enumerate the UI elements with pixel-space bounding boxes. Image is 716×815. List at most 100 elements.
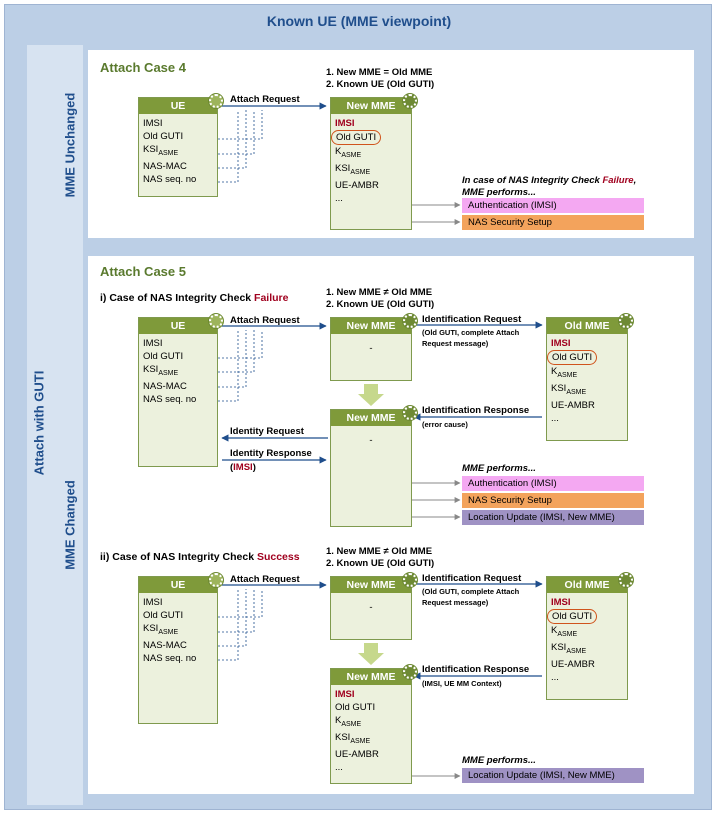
msg-identity-response-imsi: (IMSI) [230,462,256,473]
case5-i-title: i) Case of NAS Integrity Check Failure [100,292,289,304]
case5-i-note2: 2. Known UE (Old GUTI) [326,299,435,310]
ue-item-ksi: KSIASME [143,623,179,636]
ue-item-imsi: IMSI [143,118,163,129]
ue-item-imsi: IMSI [143,597,163,608]
case5-ii-note2: 2. Known UE (Old GUTI) [326,558,435,569]
old-mme-header: Old MME [547,318,627,334]
mme-k: KASME [335,146,362,159]
ue-item-nas-seq: NAS seq. no [143,652,197,664]
gear-icon [619,573,633,587]
new-mme-header: New MME [331,410,411,426]
mme-old-guti: Old GUTI [547,350,627,365]
ue-item-old-guti: Old GUTI [143,131,184,142]
ue-header: UE [139,577,217,593]
gear-icon [403,314,417,328]
msg-id-request-c5ii: Identification Request [422,573,522,584]
dash: - [369,343,373,354]
gear-icon [209,314,223,328]
mme-old-guti: Old GUTI [331,130,411,145]
new-mme-header: New MME [331,577,411,593]
new-mme-box-c5ii-bottom: New MME IMSI Old GUTI KASME KSIASME UE-A… [330,665,417,784]
mme-imsi: IMSI [551,597,571,608]
bar-location-update-c5ii: Location Update (IMSI, New MME) [462,768,644,783]
msg-id-response-c5ii: Identification Response [422,664,530,675]
new-mme-header: New MME [331,669,411,685]
mme-ksi: KSIASME [551,641,587,655]
mme-more: ... [335,192,343,204]
ue-item-imsi: IMSI [143,338,163,349]
gear-icon [209,573,223,587]
msg-id-request-sub2-c5i: Request message) [422,339,489,348]
mme-ambr: UE-AMBR [335,748,379,760]
old-mme-box-c5i: Old MME IMSI Old GUTI KASME KSIASME UE-A… [546,314,633,441]
mme-imsi: IMSI [335,118,355,129]
dash: - [369,602,373,613]
new-mme-box-c5i-bottom: New MME - [330,406,417,527]
mme-ambr: UE-AMBR [335,179,379,191]
ue-item-nas-seq: NAS seq. no [143,173,197,185]
down-arrow-c5i [358,384,384,406]
msg-id-request-sub1-c5ii: (Old GUTI, complete Attach [422,587,520,596]
bar-nas-security-c5i: NAS Security Setup [462,493,644,508]
msg-id-request-c5i: Identification Request [422,314,522,325]
mme-ksi: KSIASME [551,382,587,396]
case5-ii-title: ii) Case of NAS Integrity Check Success [100,551,300,563]
mme-imsi: IMSI [335,689,355,700]
ue-item-nas-mac: NAS-MAC [143,380,187,392]
dash: - [369,435,373,446]
case5-ii-mme-performs: MME performs... [462,755,536,766]
old-mme-header: Old MME [547,577,627,593]
ue-item-ksi: KSIASME [143,144,179,157]
bar-nas-security-c4: NAS Security Setup [462,215,644,230]
old-mme-box-c5ii: Old MME IMSI Old GUTI KASME KSIASME UE-A… [546,573,633,700]
gear-icon [209,94,223,108]
ue-item-nas-seq: NAS seq. no [143,393,197,405]
mme-more: ... [551,412,559,424]
case4-note2: 2. Known UE (Old GUTI) [326,79,435,90]
ue-item-nas-mac: NAS-MAC [143,639,187,651]
mme-imsi: IMSI [551,338,571,349]
mme-ambr: UE-AMBR [551,658,595,670]
left-strip [27,45,83,805]
msg-attach-request-c5i: Attach Request [230,315,300,326]
grey-arrows-c5i [412,480,461,520]
mme-more: ... [551,671,559,683]
ue-item-nas-mac: NAS-MAC [143,160,187,172]
case4-failure-note: In case of NAS Integrity Check Failure, [462,175,637,186]
gear-icon [619,314,633,328]
gear-icon [403,665,417,679]
mme-old-guti: Old GUTI [547,609,627,624]
msg-id-response-sub-c5i: (error cause) [422,420,468,429]
down-arrow-c5ii [358,643,384,665]
case5-i-note1: 1. New MME ≠ Old MME [326,287,433,298]
case5-title: Attach Case 5 [100,264,186,279]
msg-attach-request-c4: Attach Request [230,94,300,105]
mme-more: ... [335,761,343,773]
ue-box-c5i: UE IMSI Old GUTI KSIASME NAS-MAC NAS seq… [138,314,223,467]
msg-identity-response: Identity Response [230,448,312,459]
gear-icon [403,94,417,108]
ue-box-c5ii: UE IMSI Old GUTI KSIASME NAS-MAC NAS seq… [138,573,223,724]
new-mme-box-c5i-top: New MME - [330,314,417,381]
msg-id-request-sub2-c5ii: Request message) [422,598,489,607]
ue-header: UE [139,318,217,334]
ue-item-ksi: KSIASME [143,364,179,377]
case5-i-mme-performs: MME performs... [462,463,536,474]
bar-location-update-c5i: Location Update (IMSI, New MME) [462,510,644,525]
grey-arrows-c4 [412,202,461,225]
msg-identity-request: Identity Request [230,426,304,437]
ue-box-c4: UE IMSI Old GUTI KSIASME NAS-MAC NAS seq… [138,94,223,197]
new-mme-box-c4: New MME IMSI Old GUTI KASME KSIASME UE-A… [330,94,417,230]
msg-id-request-sub1-c5i: (Old GUTI, complete Attach [422,328,520,337]
mme-ambr: UE-AMBR [551,399,595,411]
gear-icon [403,406,417,420]
msg-id-response-sub-c5ii: (IMSI, UE MM Context) [422,679,502,688]
new-mme-box-c5ii-top: New MME - [330,573,417,640]
msg-attach-request-c5ii: Attach Request [230,574,300,585]
bar-authentication-c5i: Authentication (IMSI) [462,476,644,491]
case4-mme-performs: MME performs... [462,187,536,198]
mme-ksi: KSIASME [335,162,371,176]
gear-icon [403,573,417,587]
page-title: Known UE (MME viewpoint) [266,13,452,29]
mme-ksi: KSIASME [335,731,371,745]
